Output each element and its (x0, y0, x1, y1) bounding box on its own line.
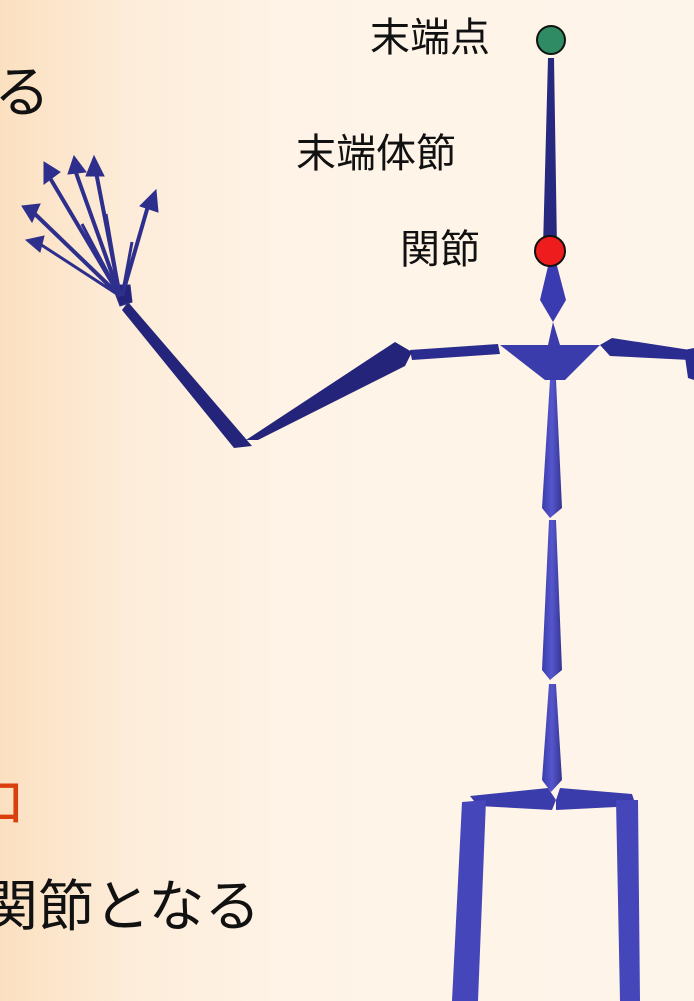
joint-label: 関節 (400, 227, 480, 273)
shoulder-girdle (410, 322, 690, 380)
end-point-marker (536, 25, 566, 55)
left-leg-bone (452, 800, 486, 1001)
right-arm-stub (684, 348, 694, 380)
pelvis (470, 788, 636, 810)
upper-arm-bone (246, 342, 412, 440)
end-segment-bone (543, 58, 557, 248)
slide-text-fragment-accent: ロ (0, 776, 26, 832)
slide-text-fragment-top: る (0, 61, 50, 126)
end-point-label: 末端点 (370, 15, 490, 61)
spine (542, 380, 562, 792)
slide-text-fragment-bottom: 関節となる (0, 875, 261, 940)
right-leg-bone (616, 800, 640, 1001)
end-segment-label: 末端体節 (296, 131, 456, 177)
neck-bone (540, 262, 566, 322)
hand (21, 154, 159, 307)
joint-marker (534, 235, 566, 267)
forearm-bone (122, 302, 252, 448)
